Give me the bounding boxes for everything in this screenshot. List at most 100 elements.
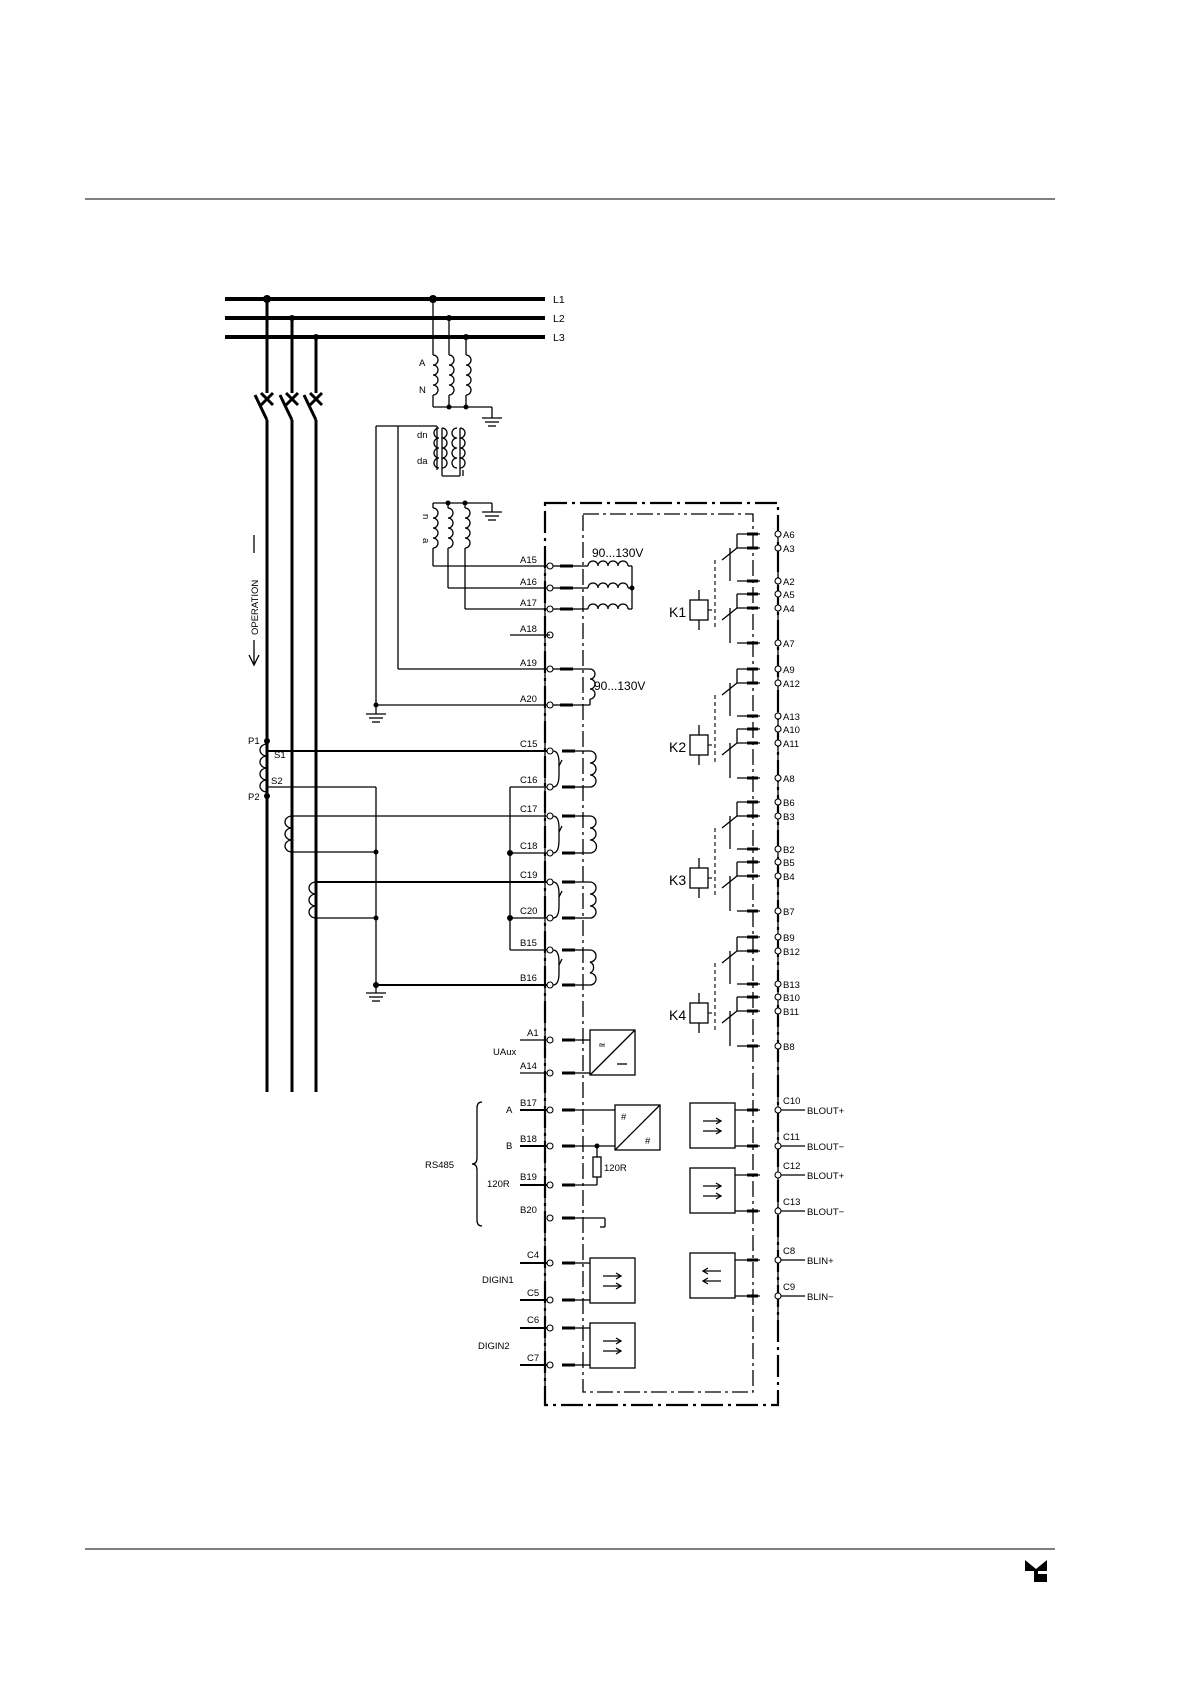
rs485-pin-a: A	[506, 1105, 513, 1116]
digin1-optocoupler-box	[589, 1257, 636, 1304]
term-a20: A20	[520, 694, 537, 705]
blout2-minus-label: BLOUT−	[807, 1207, 845, 1218]
vt-a-label: A	[419, 358, 426, 369]
vt-open-delta: dn da	[397, 425, 466, 669]
term-a8: A8	[783, 774, 795, 785]
hash-icon-bottom: #	[645, 1136, 651, 1147]
digital-inputs: DIGIN1 DIGIN2 C4 C5 C6 C7	[478, 1250, 636, 1369]
term-b11: B11	[783, 1007, 799, 1018]
term-b2: B2	[783, 845, 795, 856]
relay-k4-label: K4	[669, 1007, 686, 1023]
rs485-interface: RS485 A B 120R B17 B18 B19 B20 120R	[425, 1098, 661, 1228]
vt-top: A N	[419, 299, 502, 427]
hash-icon-top: #	[621, 1112, 627, 1123]
term-c4: C4	[527, 1250, 539, 1261]
term-c12: C12	[783, 1161, 800, 1172]
term-b3: B3	[783, 812, 795, 823]
term-a5: A5	[783, 590, 795, 601]
term-c16: C16	[520, 775, 537, 786]
term-b15: B15	[520, 938, 537, 949]
voltage-range-2: 90...130V	[594, 679, 645, 693]
term-a12: A12	[783, 679, 800, 690]
term-c17: C17	[520, 804, 537, 815]
relay-k1: K1 A6 A3 A2 A5 A4 A7	[669, 530, 795, 650]
term-a6: A6	[783, 530, 795, 541]
term-b16: B16	[520, 973, 537, 984]
term-b18: B18	[520, 1134, 537, 1145]
relay-k2: K2 A9 A12 A13 A10 A11 A8	[669, 665, 800, 785]
aux-label: UAux	[493, 1047, 516, 1058]
term-c6: C6	[527, 1315, 539, 1326]
company-logo	[1025, 1560, 1047, 1582]
term-a9: A9	[783, 665, 795, 676]
term-a18: A18	[520, 624, 537, 635]
term-a15: A15	[520, 555, 537, 566]
relay-k3-label: K3	[669, 872, 686, 888]
voltage-range-1: 90...130V	[592, 546, 643, 560]
ct-phase1: P1 S1 S2 P2	[248, 736, 550, 803]
blout1-box	[689, 1102, 736, 1149]
term-b10: B10	[783, 993, 800, 1004]
digin2-optocoupler-box	[589, 1322, 636, 1369]
ct-phase2	[284, 815, 510, 853]
term-a13: A13	[783, 712, 800, 723]
term-a4: A4	[783, 604, 795, 615]
blout1-minus-label: BLOUT−	[807, 1142, 845, 1153]
relay-k2-label: K2	[669, 739, 686, 755]
relay-frame	[543, 501, 780, 1407]
relay-inner-frame	[582, 513, 754, 1393]
term-b12: B12	[783, 947, 800, 958]
busbar-l1-label: L1	[553, 294, 565, 306]
term-c19: C19	[520, 870, 537, 881]
blout1-plus-label: BLOUT+	[807, 1106, 845, 1117]
term-c5: C5	[527, 1288, 539, 1299]
resistor-label: 120R	[604, 1163, 627, 1174]
aux-supply: A1 A14 UAux ≃	[493, 1028, 636, 1077]
termination-resistor	[592, 1156, 602, 1178]
vt-n-label: N	[419, 385, 426, 396]
term-c13: C13	[783, 1197, 800, 1208]
relay-k1-label: K1	[669, 604, 686, 620]
ac-dc-symbol-icon: ≃	[598, 1040, 606, 1051]
term-c9: C9	[783, 1282, 795, 1293]
ct-s2-label: S2	[271, 776, 283, 787]
term-b17: B17	[520, 1098, 537, 1109]
ct-phase3	[308, 881, 550, 919]
blin-plus-label: BLIN+	[807, 1256, 834, 1267]
term-a3: A3	[783, 544, 795, 555]
voltage-input-terminals: A15 A16 A17 A18 A19 A20 90...130V	[510, 546, 645, 709]
term-b6: B6	[783, 798, 795, 809]
operation-label: OPERATION	[250, 580, 261, 635]
rs485-pin-120r: 120R	[487, 1179, 510, 1190]
relay-k3: K3 B6 B3 B2 B5 B4 B7	[669, 798, 795, 918]
current-input-terminals: C15 C16 C17 C18 C19 C20 B15 B16	[520, 739, 598, 989]
vt-lower: n a	[420, 500, 550, 610]
vt-da-label: da	[417, 456, 428, 467]
blout2-box	[689, 1167, 736, 1214]
term-c11: C11	[783, 1132, 800, 1143]
digin1-label: DIGIN1	[482, 1275, 514, 1286]
term-c15: C15	[520, 739, 537, 750]
term-b8: B8	[783, 1042, 795, 1053]
vt-n-lower-label: n	[420, 514, 431, 519]
blout2-plus-label: BLOUT+	[807, 1171, 845, 1182]
term-a14: A14	[520, 1061, 537, 1072]
term-c10: C10	[783, 1096, 800, 1107]
term-c7: C7	[527, 1353, 539, 1364]
term-c20: C20	[520, 906, 537, 917]
term-b19: B19	[520, 1172, 537, 1183]
blocking-ports: C10 C11 C12 C13 C8 C9 BLOUT+ BLOUT− BLOU…	[689, 1096, 845, 1303]
term-b13: B13	[783, 980, 800, 991]
term-c8: C8	[783, 1246, 795, 1257]
busbar-l2-label: L2	[553, 313, 565, 325]
ct-p2-label: P2	[248, 792, 260, 803]
term-a7: A7	[783, 639, 795, 650]
rs485-label: RS485	[425, 1160, 454, 1171]
term-a19: A19	[520, 658, 537, 669]
blin-box	[689, 1252, 736, 1299]
digin2-label: DIGIN2	[478, 1341, 510, 1352]
ct-p1-label: P1	[248, 736, 260, 747]
term-a17: A17	[520, 598, 537, 609]
busbar-group: L1 L2 L3	[225, 294, 565, 344]
